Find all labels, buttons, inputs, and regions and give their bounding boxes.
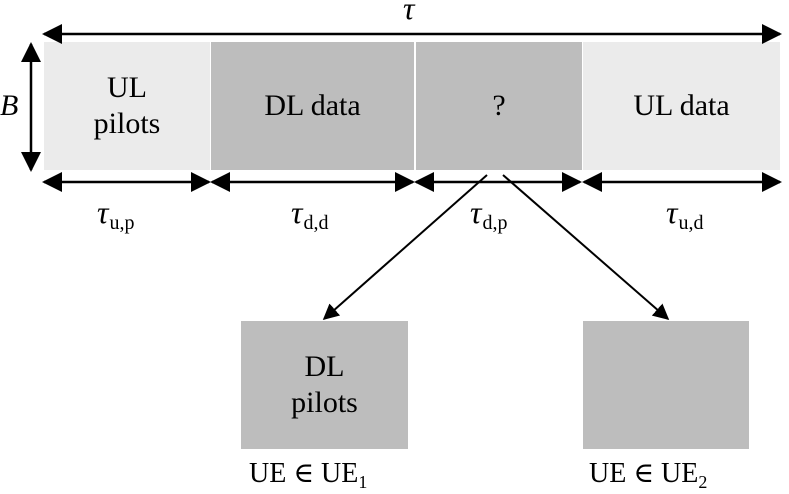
- tau-dp-label: τd,p: [470, 194, 508, 234]
- tau-up-label: τu,p: [97, 194, 135, 234]
- split-arrow-right: [502, 174, 670, 321]
- dl-pilots-label-line2: pilots: [291, 386, 358, 419]
- ul-pilots-block: UL pilots: [44, 42, 210, 170]
- tau-ud-label: τu,d: [666, 194, 704, 234]
- empty-block: [583, 321, 749, 449]
- ue-group-1-label: UE ∈ UE1: [249, 458, 368, 492]
- dl-pilots-block: DL pilots: [241, 321, 408, 449]
- ul-pilots-label-line2: pilots: [93, 107, 161, 140]
- bandwidth-label: B: [0, 89, 19, 122]
- ul-data-label: UL data: [633, 89, 730, 122]
- dl-data-block: DL data: [211, 42, 414, 170]
- dl-pilots-label-line1: DL: [304, 350, 345, 383]
- ul-data-block: UL data: [583, 42, 780, 170]
- total-duration-label: τ: [403, 0, 415, 26]
- tau-dd-label: τd,d: [291, 194, 329, 234]
- ul-pilots-label-line1: UL: [107, 71, 147, 104]
- split-arrow-left: [322, 174, 488, 321]
- ue-group-2-label: UE ∈ UE2: [589, 458, 708, 492]
- unknown-block-label: ?: [492, 89, 506, 122]
- unknown-block: ?: [416, 42, 582, 170]
- dl-data-label: DL data: [264, 89, 361, 122]
